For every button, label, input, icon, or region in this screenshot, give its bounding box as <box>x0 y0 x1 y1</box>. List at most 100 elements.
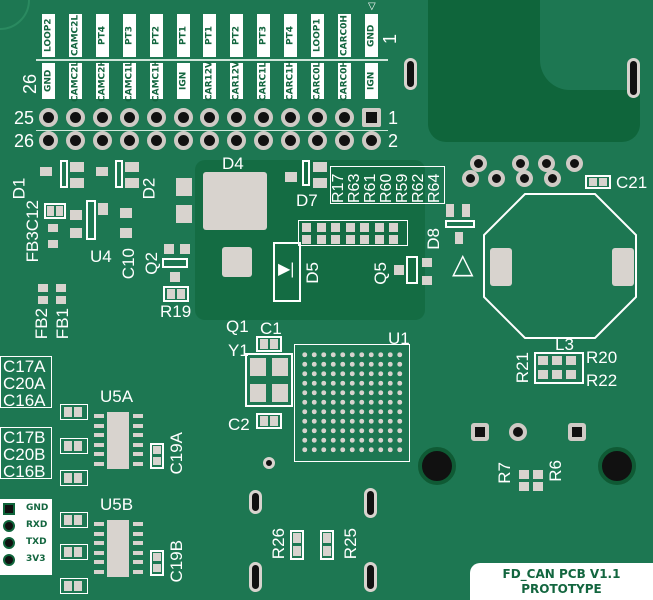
connector-label-bottom: CARC1L <box>257 61 271 101</box>
connector-label-bottom: CARC0H <box>337 60 351 102</box>
mounting-hole <box>418 447 456 485</box>
resistor-group-label: R17 R63 R61 R60 R59 R62 R64 <box>330 166 445 204</box>
c12-pad <box>56 206 63 216</box>
designator-q2: Q2 <box>142 252 161 275</box>
connector-label-top: PT3 <box>257 14 271 57</box>
r22-pad <box>566 370 576 379</box>
header-pin <box>92 131 112 150</box>
pin-label-1-side: 1 <box>380 33 401 45</box>
q5-pad <box>422 276 432 285</box>
r21-pad <box>538 370 548 379</box>
d7-outline <box>302 160 310 186</box>
designator-r6: R6 <box>546 460 565 482</box>
q5-pad <box>394 265 404 275</box>
r19-pad <box>167 289 175 299</box>
cap-pad <box>74 547 82 557</box>
designator-c19b: C19B <box>167 540 186 583</box>
r25-pad <box>323 533 331 543</box>
mounting-slot <box>249 562 262 592</box>
c12-pad <box>47 206 54 216</box>
q2-pad <box>180 244 190 254</box>
connector-label-top: PT2 <box>149 14 163 57</box>
ic-pin <box>133 433 143 437</box>
pin-label-1: 1 <box>388 108 399 128</box>
cap-pad <box>74 441 82 451</box>
resistor-pad <box>302 235 311 244</box>
cap-pad <box>64 515 72 525</box>
c10-pad <box>120 228 132 238</box>
uart-pin <box>3 554 15 566</box>
d1-pad <box>70 178 84 188</box>
resistor-pad <box>302 223 311 232</box>
resistor-pad <box>389 223 398 232</box>
uart-pin-label: GND <box>26 503 49 513</box>
header-pin <box>200 131 220 150</box>
cap-pad <box>64 407 72 417</box>
header-pin <box>516 170 533 187</box>
designator-r21: R21 <box>513 352 532 384</box>
designator-r62: R62 <box>410 173 427 203</box>
diode-symbol-icon: ▶| <box>278 261 295 278</box>
ic-pin <box>133 414 143 418</box>
designator-r59: R59 <box>394 173 411 203</box>
resistor-pad <box>316 235 326 244</box>
ic-body <box>107 520 129 577</box>
pin-1-square-pad <box>361 108 381 127</box>
designator-r19: R19 <box>160 302 192 321</box>
connector-label-top: PT2 <box>230 14 244 57</box>
connector-label-top: PT3 <box>122 14 136 57</box>
header-pin <box>308 131 327 150</box>
ic-pin <box>133 461 143 466</box>
resistor-pad <box>331 235 340 244</box>
r19-pad <box>177 289 185 299</box>
header-pin <box>65 131 85 150</box>
ic-pin <box>133 522 143 526</box>
designator-c16b: C16B <box>3 462 46 481</box>
ic-pin <box>94 569 104 574</box>
u4-outline <box>86 200 96 240</box>
q2-pad <box>170 272 180 282</box>
designator-d4: D4 <box>222 154 244 173</box>
r25-outline <box>320 530 334 560</box>
c1-pad <box>270 339 278 349</box>
r21-pad <box>538 356 548 365</box>
header-pin <box>462 170 479 187</box>
header-pin <box>470 155 487 172</box>
cap-outline <box>60 438 88 454</box>
connector-label-bottom: CAR12V <box>230 61 244 101</box>
board-label: FD_CAN PCB V1.1 PROTOTYPE <box>470 563 653 600</box>
resistor-pad <box>360 235 369 244</box>
connector-divider-2 <box>36 130 388 131</box>
connector-label-top: CARC0H <box>337 14 351 57</box>
designator-u4: U4 <box>90 247 112 266</box>
header-pin <box>254 131 274 150</box>
mounting-slot <box>364 488 377 518</box>
d4-pad <box>176 178 192 196</box>
d2-pad <box>125 178 139 188</box>
designator-r22: R22 <box>586 371 618 390</box>
designator-q1: Q1 <box>226 317 249 336</box>
cap-group-b-label: C17B C20B C16B <box>0 427 52 481</box>
mounting-slot <box>627 58 640 98</box>
resistor-pad <box>331 223 340 232</box>
uart-pin-label: TXD <box>26 537 47 547</box>
r20-pad <box>552 356 562 365</box>
r20-r22-outline <box>534 352 584 384</box>
r19-outline <box>163 286 189 302</box>
r6-pad <box>533 482 543 491</box>
c2-pad <box>260 416 268 426</box>
designator-c17b: C17B <box>3 428 46 447</box>
fb2-pad <box>38 296 48 304</box>
designator-c21: C21 <box>616 173 648 192</box>
designator-d1: D1 <box>9 177 29 200</box>
cap-outline <box>60 512 88 528</box>
connector-label-top: PT1 <box>203 14 217 57</box>
cap-outline <box>60 578 88 594</box>
hot-surface-warning-icon: △ <box>452 248 474 279</box>
resistor-pad <box>345 235 355 244</box>
q2-outline <box>162 258 188 268</box>
ic-pin <box>133 442 143 447</box>
c10-pad <box>120 208 132 218</box>
l3-outline <box>483 193 637 339</box>
ic-pin <box>133 531 143 536</box>
